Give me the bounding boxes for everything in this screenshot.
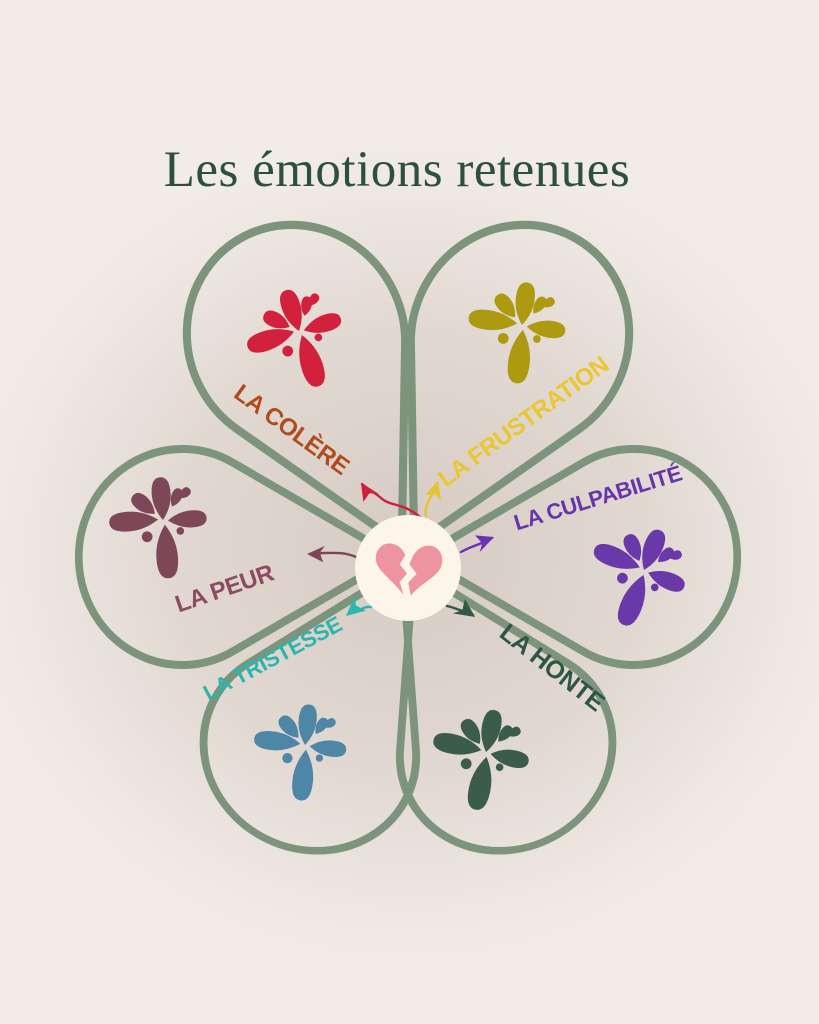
splash-icon-tristesse	[251, 702, 348, 803]
arrow-peur	[306, 545, 358, 563]
broken-heart-icon	[375, 543, 443, 596]
splash-icon-culpabilite	[574, 512, 699, 640]
page-title: Les émotions retenues	[164, 142, 631, 198]
center-badge	[355, 515, 461, 621]
arrow-frustration	[424, 478, 447, 518]
arrow-colere	[354, 478, 422, 519]
label-peur: LA PEUR	[172, 559, 278, 618]
splash-icon-frustration	[465, 279, 569, 387]
arrow-tristesse-head	[339, 595, 367, 623]
splash-icon-peur	[103, 471, 215, 586]
label-culpabilite: LA CULPABILITÉ	[511, 460, 685, 535]
arrows	[306, 478, 498, 626]
center-circle	[355, 515, 461, 621]
petal-culpabilite	[420, 449, 737, 665]
splash-icon-honte	[424, 701, 536, 816]
arrow-culpabilite-head	[473, 529, 498, 552]
petal-peur	[79, 449, 396, 665]
arrow-colere-head	[354, 478, 379, 503]
arrow-culpabilite	[459, 529, 498, 554]
arrow-honte	[445, 598, 481, 626]
arrow-tristesse	[339, 595, 373, 623]
